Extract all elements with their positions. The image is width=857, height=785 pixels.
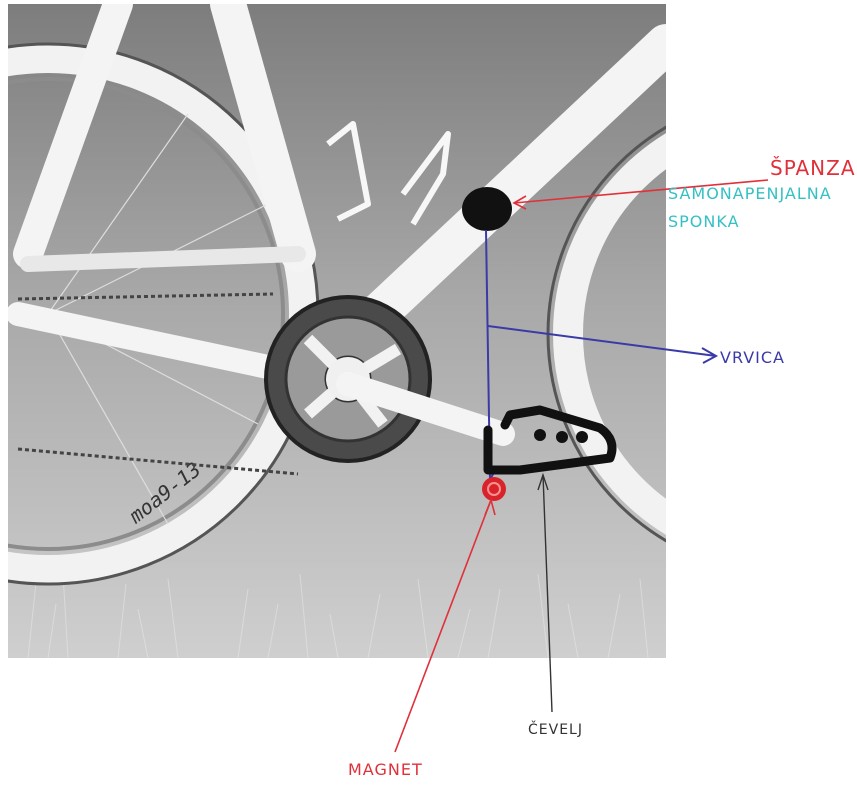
self-clip-label-line1: SAMONAPENJALNA xyxy=(668,184,832,203)
bicycle-photo: moa9-13 xyxy=(8,4,666,658)
self-clip-label-line2: SPONKA xyxy=(668,212,740,231)
sponge-label: ŠPANZA xyxy=(770,156,856,180)
shoe-label: ČEVELJ xyxy=(528,722,583,738)
string-label: VRVICA xyxy=(720,348,785,367)
magnet-label: MAGNET xyxy=(348,760,423,779)
